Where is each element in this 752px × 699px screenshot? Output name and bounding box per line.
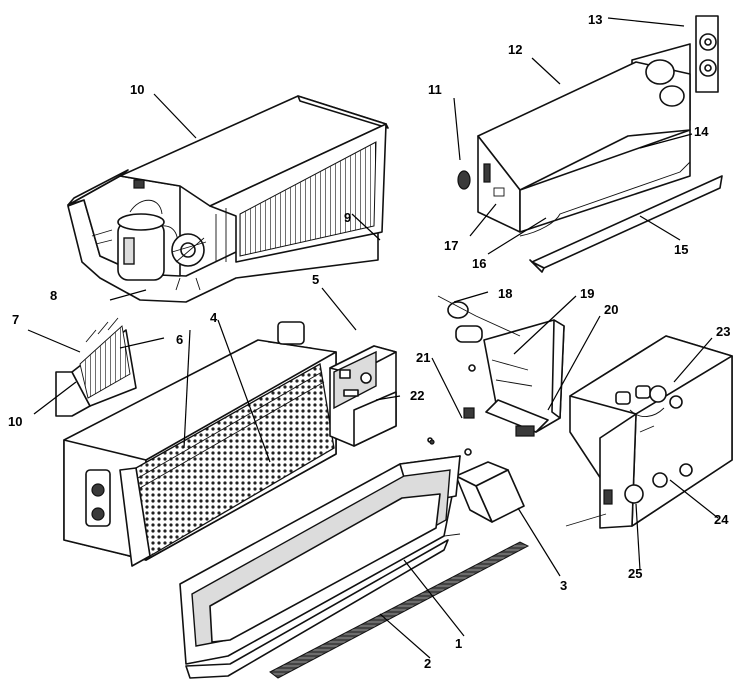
callout-11: 11 xyxy=(428,82,442,97)
heater-controls xyxy=(615,385,683,433)
callout-1: 1 xyxy=(455,636,462,651)
grille-panel-13 xyxy=(699,33,717,77)
callout-22: 22 xyxy=(410,388,424,403)
callout-23: 23 xyxy=(716,324,730,339)
callout-7: 7 xyxy=(12,312,19,327)
callout-13: 13 xyxy=(588,12,602,27)
callout-14: 14 xyxy=(694,124,709,139)
callout-12: 12 xyxy=(508,42,522,57)
callout-17: 17 xyxy=(444,238,458,253)
callout-10b: 10 xyxy=(8,414,22,429)
indoor-chassis-assembly xyxy=(63,321,337,567)
callout-8: 8 xyxy=(50,288,57,303)
coil-bracket-assembly xyxy=(55,317,137,417)
fan-motor xyxy=(171,233,207,291)
callout-6: 6 xyxy=(176,332,183,347)
callout-25: 25 xyxy=(628,566,642,581)
control-box xyxy=(329,345,397,447)
callout-16: 16 xyxy=(472,256,486,271)
callout-9: 9 xyxy=(344,210,351,225)
callout-21: 21 xyxy=(416,350,430,365)
callout-labels: 1 2 3 4 5 6 7 8 9 10 10 11 12 13 14 15 1… xyxy=(8,12,730,671)
callout-18: 18 xyxy=(498,286,512,301)
front-cover xyxy=(179,455,461,679)
callout-19: 19 xyxy=(580,286,594,301)
callout-20: 20 xyxy=(604,302,618,317)
callout-2: 2 xyxy=(424,656,431,671)
discharge-louver xyxy=(269,541,530,679)
callout-leaders xyxy=(27,17,719,659)
screw xyxy=(429,439,435,445)
outdoor-chassis-assembly xyxy=(67,95,389,303)
heater-assembly xyxy=(565,335,733,529)
condenser-shroud-assembly xyxy=(457,15,723,273)
compressor xyxy=(117,199,178,281)
callout-5: 5 xyxy=(312,272,319,287)
callout-3: 3 xyxy=(560,578,567,593)
callout-15: 15 xyxy=(674,242,688,257)
callout-24: 24 xyxy=(714,512,729,527)
filter-panel xyxy=(455,461,525,523)
callout-4: 4 xyxy=(210,310,218,325)
callout-10a: 10 xyxy=(130,82,144,97)
electrical-bracket xyxy=(427,295,565,456)
blower-motor xyxy=(267,321,313,349)
